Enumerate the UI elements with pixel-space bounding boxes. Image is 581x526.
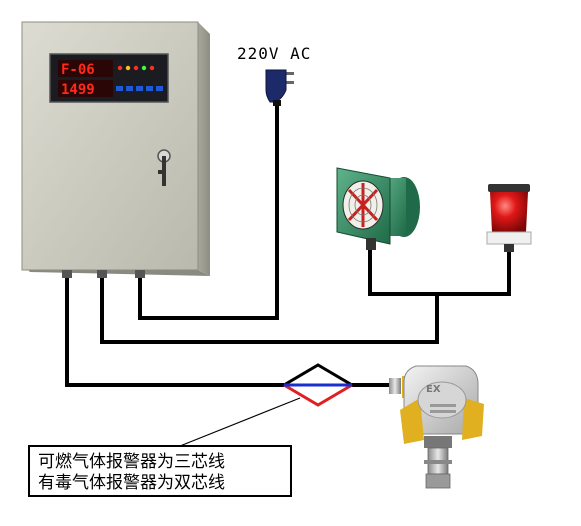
display-top-bg <box>58 60 113 77</box>
output-cable <box>100 278 439 344</box>
detector-ex-mark: EX <box>426 384 441 395</box>
display-bottom-readout: 1499 <box>61 82 95 98</box>
wire-split-diamond <box>283 363 353 407</box>
cable-gland <box>97 270 107 278</box>
cable-gland <box>135 270 145 278</box>
wire-black-top <box>283 363 353 387</box>
cable-gland <box>62 270 72 278</box>
status-leds <box>117 65 155 71</box>
note-line-toxic: 有毒气体报警器为双芯线 <box>38 473 225 493</box>
panel-key <box>146 86 153 91</box>
alarm-controller-panel: F-06 1499 <box>21 21 210 278</box>
note-line-combustible: 可燃气体报警器为三芯线 <box>38 452 225 472</box>
panel-key <box>126 86 133 91</box>
panel-key <box>116 86 123 91</box>
led-indicator <box>149 65 155 71</box>
wire-red-bottom <box>283 383 353 407</box>
wiring-note-box: 可燃气体报警器为三芯线 有毒气体报警器为双芯线 <box>28 445 292 497</box>
led-indicator <box>141 65 147 71</box>
led-indicator <box>125 65 131 71</box>
detector-cable <box>65 278 284 387</box>
gas-detector-icon: EX <box>389 365 484 489</box>
power-supply-label: 220V AC <box>237 44 312 63</box>
fan-beacon-branch <box>368 250 511 296</box>
cables <box>65 98 511 387</box>
key-lock-icon <box>157 149 171 186</box>
note-leader-line <box>179 397 301 447</box>
panel-side <box>198 22 210 276</box>
power-cable <box>138 98 279 320</box>
power-plug-icon <box>265 69 294 106</box>
led-indicator <box>117 65 123 71</box>
display-bottom-bg <box>58 80 113 97</box>
display-top-readout: F-06 <box>61 62 95 78</box>
panel-keys <box>116 86 163 91</box>
led-indicator <box>133 65 139 71</box>
exhaust-fan-icon <box>336 167 420 250</box>
alarm-beacon-icon <box>486 184 532 252</box>
panel-key <box>156 86 163 91</box>
panel-key <box>136 86 143 91</box>
